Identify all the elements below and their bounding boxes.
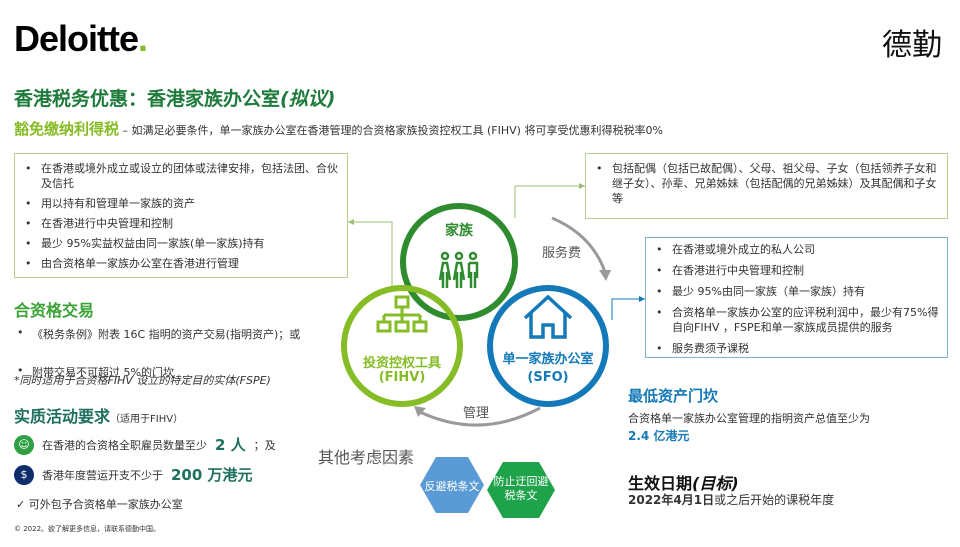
service-fee-label: 服务费 — [542, 246, 582, 261]
family-connector-arrow — [579, 183, 585, 189]
service-fee-arrowhead — [599, 270, 611, 281]
effective-date: 2022年4月1日或之后开始的课税年度 — [628, 491, 834, 508]
sfo-circle — [487, 285, 609, 407]
family-connector — [514, 185, 585, 218]
brand-cn: 德勤 — [882, 28, 942, 63]
fihv-item: 在香港进行中央管理和控制 — [23, 216, 339, 231]
sfo-item: 最少 95%由同一家族（单一家族）持有 — [654, 284, 939, 299]
outsourcing-note: ✓ 可外包予合资格单一家族办公室 — [16, 498, 183, 511]
row1-value: 2 人 — [215, 436, 246, 454]
hex2-line1: 防止迂回避 — [493, 475, 549, 488]
subtitle: 豁免缴纳利得税 – 如满足必要条件，单一家族办公室在香港管理的合资格家族投资控权… — [14, 118, 663, 139]
min-assets-heading: 最低资产门坎 — [628, 387, 719, 405]
effective-date-heading: 生效日期(目标) — [628, 470, 739, 494]
min-assets-text: 合资格单一家族办公室管理的指明资产总值至少为 — [628, 412, 870, 425]
deloitte-logo: Deloitte. — [14, 18, 148, 60]
copyright: © 2022。欲了解更多信息，请联系德勤中国。 — [14, 525, 161, 533]
subtitle-highlight: 豁免缴纳利得税 — [14, 120, 120, 138]
people-icon — [438, 251, 479, 288]
title-main: 香港税务优惠：香港家族办公室 — [14, 88, 281, 110]
fihv-connector-arrow — [348, 219, 354, 225]
fihv-circle — [341, 285, 463, 407]
logo-dot: . — [138, 18, 148, 59]
qualifying-transactions-heading: 合资格交易 — [14, 301, 95, 320]
title-tag: (拟议) — [280, 88, 336, 110]
family-item: 包括配偶（包括已故配偶）、父母、祖父母、子女（包括领养子女和继子女）、孙辈、兄弟… — [594, 161, 939, 206]
fihv-item: 在香港或境外成立或设立的团体或法律安排，包括法团、合伙及信托 — [23, 161, 339, 191]
fihv-connector — [348, 221, 393, 288]
row1-text: 在香港的合资格全职雇员数量至少 — [42, 438, 207, 452]
min-assets-value: 2.4 亿港元 — [628, 429, 690, 443]
substance-row-employees: ☺ 在香港的合资格全职雇员数量至少 2 人 ；及 — [14, 434, 276, 455]
substance-row-expenditure: $ 香港年度营运开支不少于 200 万港元 — [14, 464, 253, 485]
hex2-label: 防止迂回避税条文 — [487, 475, 555, 503]
effective-heading-tag: (目标) — [692, 474, 739, 493]
fihv-criteria-box: 在香港或境外成立或设立的团体或法律安排，包括法团、合伙及信托 用以持有和管理单一… — [14, 153, 348, 278]
manage-arrowhead — [414, 406, 426, 417]
sfo-item: 合资格单一家族办公室的应评税利润中，最少有75%得自向FIHV ，FSPE和单一… — [654, 305, 939, 335]
hex-anti-avoidance — [420, 457, 484, 513]
hex2-line2: 税条文 — [504, 489, 538, 502]
logo-text: Deloitte — [14, 18, 139, 59]
sfo-connector-arrow — [639, 296, 645, 302]
family-label: 家族 — [445, 223, 473, 239]
service-fee-arrow — [551, 216, 607, 273]
fihv-item: 最少 95%实益权益由同一家族(单一家族)持有 — [23, 236, 339, 251]
substance-heading-text: 实质活动要求 — [14, 407, 111, 426]
sfo-criteria-box: 在香港或境外成立的私人公司 在香港进行中央管理和控制 最少 95%由同一家族（单… — [645, 237, 948, 358]
sfo-item: 服务费须予课税 — [654, 341, 939, 356]
subtitle-text: – 如满足必要条件，单一家族办公室在香港管理的合资格家族投资控权工具 (FIHV… — [119, 124, 663, 137]
effective-date-text: 或之后开始的课税年度 — [714, 493, 835, 507]
manage-arrow — [419, 406, 541, 427]
row2-value: 200 万港元 — [171, 466, 253, 484]
hex1-label: 反避税条文 — [424, 480, 480, 493]
family-definition-box: 包括配偶（包括已故配偶）、父母、祖父母、子女（包括领养子女和继子女）、孙辈、兄弟… — [585, 153, 948, 219]
fihv-item: 由合资格单一家族办公室在香港进行管理 — [23, 256, 339, 271]
substance-heading-note: （适用于FIHV） — [110, 414, 184, 425]
sfo-connector — [611, 298, 645, 320]
other-heading: 其他考虑因素 — [318, 448, 415, 467]
fihv-item: 用以持有和管理单一家族的资产 — [23, 196, 339, 211]
substance-heading: 实质活动要求（适用于FIHV） — [14, 403, 183, 427]
qt-item: 附带交易不可超过 5%的门坎 — [14, 364, 960, 380]
sfo-item: 在香港进行中央管理和控制 — [654, 263, 939, 278]
employees-icon: ☺ — [14, 434, 34, 455]
qt-item: 《税务条例》附表 16C 指明的资产交易(指明资产)；或 — [14, 326, 960, 342]
page-title: 香港税务优惠：香港家族办公室(拟议) — [14, 84, 335, 111]
effective-heading-text: 生效日期 — [628, 474, 693, 493]
row1-suffix: ；及 — [253, 438, 276, 452]
row2-text: 香港年度营运开支不少于 — [42, 468, 163, 482]
effective-date-value: 2022年4月1日 — [628, 493, 715, 507]
qt-note: *同时适用于合资格FIHV 设立的特定目的实体(FSPE) — [14, 374, 271, 387]
manage-label: 管理 — [463, 406, 490, 421]
sfo-item: 在香港或境外成立的私人公司 — [654, 242, 939, 257]
money-bag-icon: $ — [14, 464, 34, 485]
hex-anti-roundtrip — [487, 462, 555, 518]
family-circle — [400, 203, 518, 321]
